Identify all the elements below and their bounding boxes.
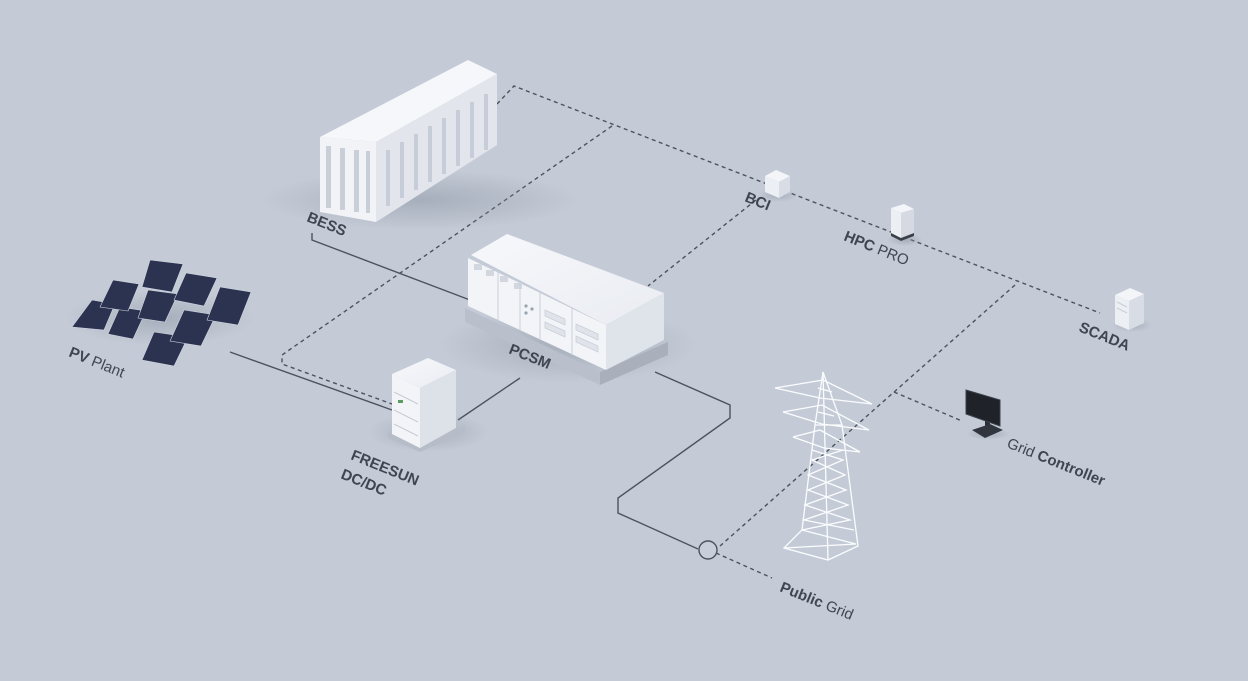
freesun-dcdc-icon <box>368 358 488 452</box>
grid-controller-label-regular: Grid <box>1005 435 1038 461</box>
grid-controller-label: Grid Controller <box>1005 435 1108 490</box>
grid-node-icon <box>698 540 718 560</box>
bess-container-icon <box>260 60 580 230</box>
grid-controller-branch-line <box>893 391 963 422</box>
pcsm-public-grid-line <box>617 371 731 550</box>
pv-plant-label-regular: Plant <box>89 353 128 382</box>
pv-plant-label: PV Plant <box>67 344 128 382</box>
bci-box-icon <box>758 170 798 202</box>
solar-array <box>71 259 252 367</box>
public-grid-label: Public Grid <box>778 579 856 624</box>
solar-panel-icon <box>65 259 255 367</box>
bess-pcsm-line <box>311 233 471 301</box>
public-grid-comm-line <box>715 552 773 579</box>
bci-pcsm-comm-line <box>647 199 757 287</box>
transmission-tower-icon <box>774 371 873 561</box>
scada-server-icon <box>1112 288 1152 332</box>
monitor-icon <box>965 389 1010 440</box>
pcsm-cabinet-icon <box>438 234 698 385</box>
grid-controller-comm-line <box>719 284 1016 547</box>
freesun-pcsm-line <box>457 377 521 421</box>
pv-freesun-line <box>229 351 393 411</box>
grid-controller-label-bold: Controller <box>1035 447 1108 490</box>
public-grid-label-regular: Grid <box>823 597 856 623</box>
hpc-pro-icon <box>887 204 923 246</box>
hpc-pro-label-bold: HPC <box>842 228 878 256</box>
pv-plant-label-bold: PV <box>67 344 92 367</box>
public-grid-label-bold: Public <box>778 579 826 612</box>
main-freesun-comm-line <box>281 125 613 405</box>
